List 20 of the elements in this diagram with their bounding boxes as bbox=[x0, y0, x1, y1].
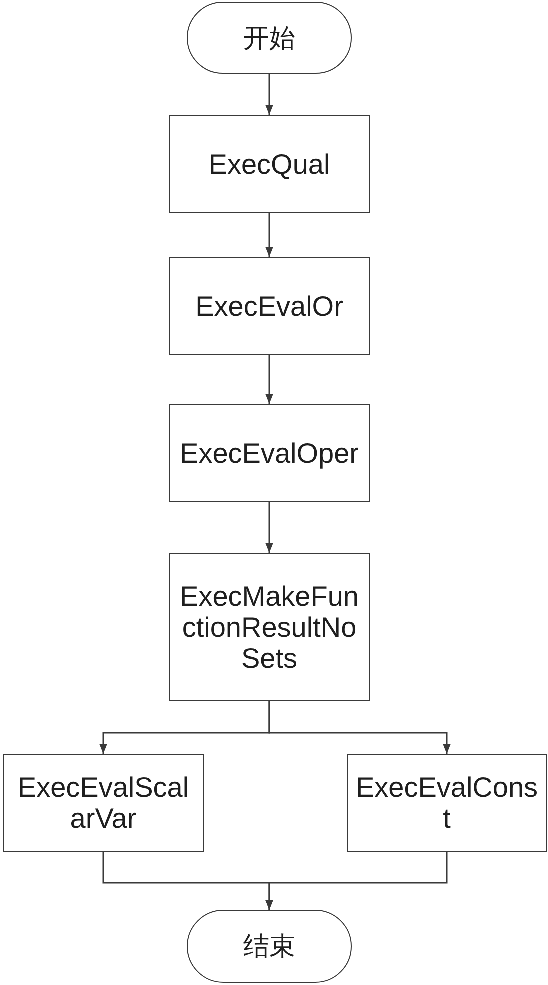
box-label: ExecQual bbox=[208, 148, 330, 180]
box-label: ExecEvalOr bbox=[196, 290, 344, 322]
box-label: 开始 bbox=[244, 22, 296, 54]
process-box bbox=[169, 115, 370, 213]
box-label: ExecEvalConst bbox=[354, 772, 540, 834]
process-box bbox=[347, 754, 547, 852]
arrow bbox=[266, 852, 448, 910]
process-box bbox=[169, 553, 370, 701]
arrow bbox=[266, 74, 274, 115]
box-label: ExecEvalOper bbox=[180, 438, 359, 468]
box-label: 结束 bbox=[244, 931, 296, 962]
arrow bbox=[266, 355, 274, 404]
box-label: ExecEvalScalarVar bbox=[16, 772, 190, 834]
arrow bbox=[266, 213, 274, 257]
process-box bbox=[169, 404, 370, 502]
process-box bbox=[169, 257, 370, 355]
arrow bbox=[266, 502, 274, 553]
arrow bbox=[268, 701, 451, 754]
box-label: ExecMakeFunctionResultNoSets bbox=[179, 580, 360, 674]
process-box bbox=[3, 754, 204, 852]
